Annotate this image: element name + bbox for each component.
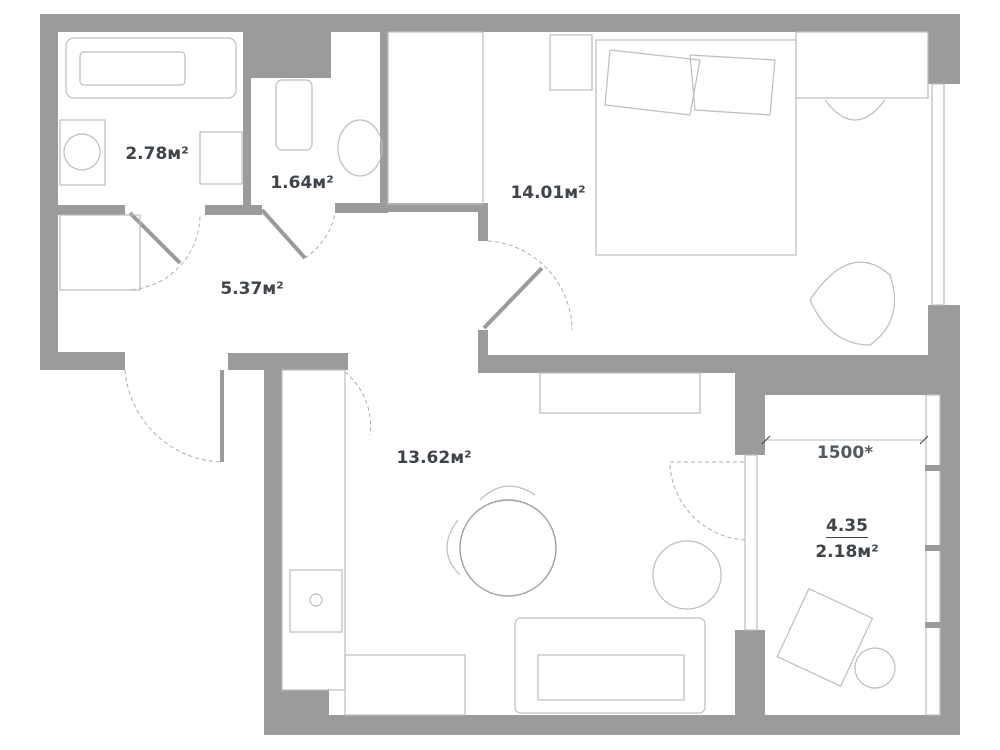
dimension-line: [761, 435, 929, 445]
tv-stand: [539, 372, 701, 414]
bedroom-area: 14.01м²: [510, 183, 586, 203]
chair: [446, 519, 461, 576]
chair: [479, 485, 536, 501]
toilet: [275, 79, 313, 151]
bathtub: [65, 37, 237, 99]
nightstand: [549, 34, 593, 91]
armchair: [809, 261, 896, 346]
hall-wardrobe: [59, 214, 141, 291]
washing-machine: [59, 119, 106, 186]
kitchen-counter: [281, 369, 346, 691]
doors: [124, 208, 746, 541]
stove: [344, 654, 466, 716]
desk-chair: [824, 99, 886, 121]
balcony-chair: [776, 587, 874, 688]
round-rug: [652, 540, 722, 610]
bathroom-area: 2.78м²: [125, 144, 189, 164]
wardrobe: [387, 31, 484, 205]
balcony-full-area: 4.35: [826, 516, 868, 538]
toilet-sink: [337, 119, 383, 177]
balcony-table: [854, 647, 896, 689]
bed: [595, 39, 797, 256]
windows: [744, 83, 945, 716]
walls: [40, 14, 960, 735]
desk: [795, 31, 929, 99]
balcony-area: 2.18м²: [815, 542, 879, 562]
hall-area: 5.37м²: [220, 279, 284, 299]
kitchen-living-area: 13.62м²: [396, 448, 472, 468]
kitchen-sink: [289, 569, 343, 633]
balcony-width-dimension: 1500*: [816, 443, 874, 463]
dining-table: [459, 499, 557, 597]
sofa: [514, 617, 706, 714]
sink: [199, 131, 243, 185]
furniture: [59, 31, 929, 716]
toilet-area: 1.64м²: [270, 173, 334, 193]
